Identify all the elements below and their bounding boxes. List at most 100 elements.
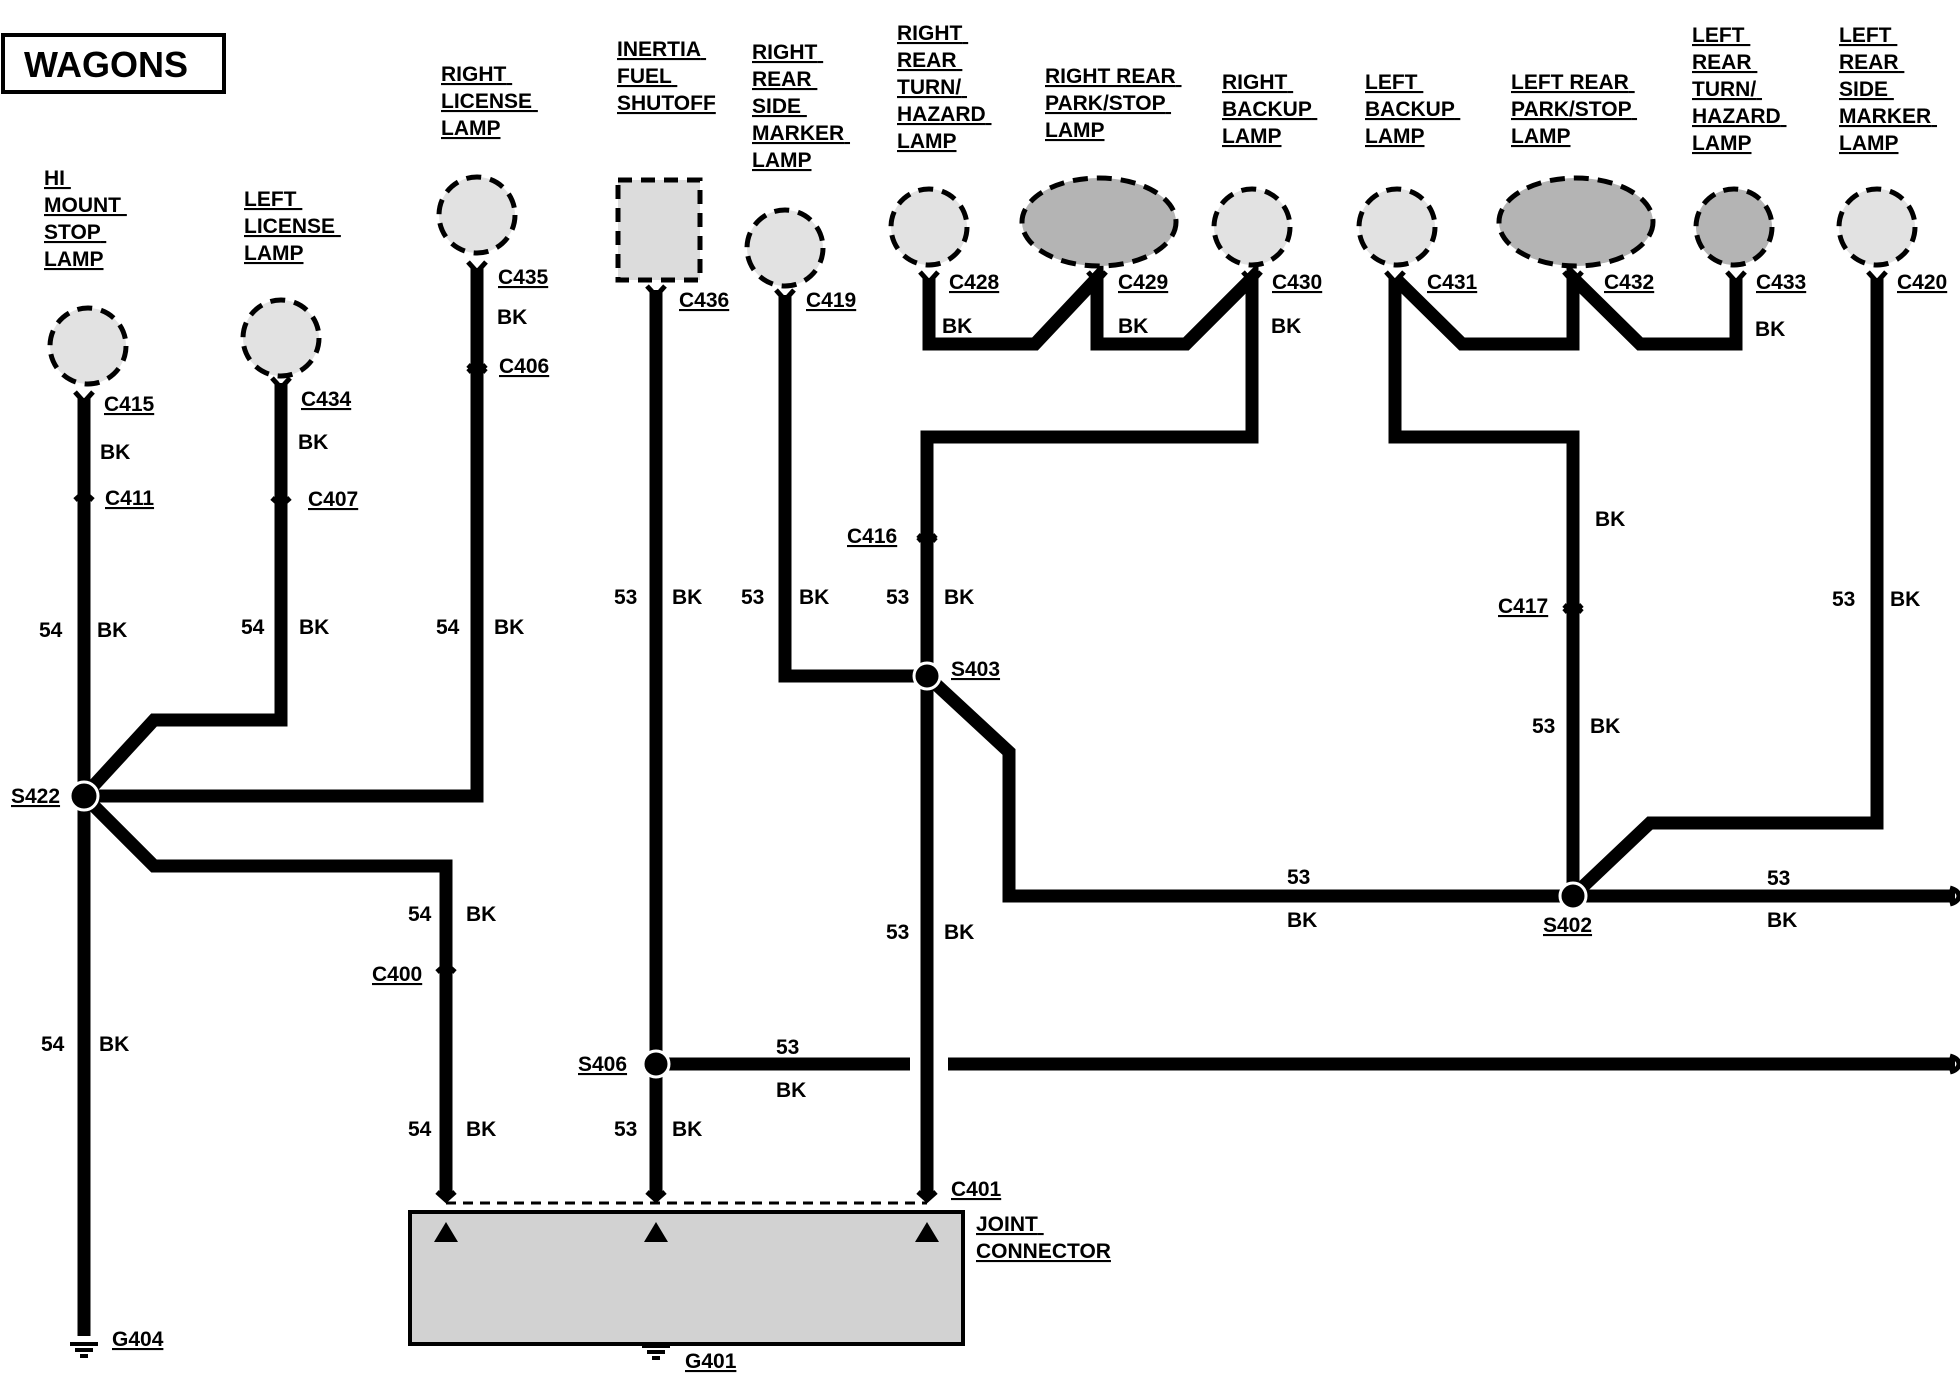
inertia-fuel-shutoff-label: INERTIA FUEL SHUTOFF: [617, 38, 716, 115]
joint-connector-arrows: [434, 1222, 939, 1242]
wire-circuit-label: 53: [886, 921, 909, 944]
wire-circuit-label: 53: [1287, 866, 1310, 889]
left-license-lamp-icon: [240, 297, 322, 379]
wire-left-side-marker: [1568, 278, 1884, 901]
right-rear-side-marker-lamp-label: RIGHT REAR SIDE MARKER LAMP: [752, 41, 850, 172]
connector-c416-label: C416: [847, 525, 897, 548]
wire-color-label: BK: [776, 1079, 806, 1102]
splice-s406-label: S406: [578, 1053, 627, 1076]
splice-s402-label: S402: [1543, 914, 1592, 937]
wire-left-rear-chain: [1390, 262, 1743, 351]
wire-circuit-label: 54: [241, 616, 265, 639]
wire-color-label: BK: [97, 619, 127, 642]
connector-c433-label: C433: [1756, 271, 1806, 294]
left-backup-lamp-icon: [1356, 186, 1438, 268]
connector-c419-label: C419: [806, 289, 856, 312]
connector-c407-label: C407: [308, 488, 358, 511]
splice-s402-dot: [1558, 881, 1588, 911]
wire-s403-to-s402: [922, 671, 1573, 903]
ground-g404-label: G404: [112, 1328, 164, 1351]
wire-right-license: [84, 268, 484, 803]
wire-color-label: BK: [1271, 315, 1301, 338]
splice-s422-label: S422: [11, 785, 60, 808]
wire-color-label: BK: [298, 431, 328, 454]
right-license-lamp-icon: [436, 174, 518, 256]
wire-color-label: BK: [1755, 318, 1785, 341]
left-rear-side-marker-lamp-label: LEFT REAR SIDE MARKER LAMP: [1839, 24, 1937, 155]
connector-c406-label: C406: [499, 355, 549, 378]
connector-c420-label: C420: [1897, 271, 1947, 294]
wire-color-label: BK: [99, 1033, 129, 1056]
wire-circuit-label: 53: [886, 586, 909, 609]
wire-color-label: BK: [100, 441, 130, 464]
wire-color-label: BK: [672, 586, 702, 609]
wire-color-label: BK: [494, 616, 524, 639]
wire-circuit-label: 53: [614, 1118, 637, 1141]
connector-c401-label: C401: [951, 1178, 1002, 1201]
wire-color-label: BK: [799, 586, 829, 609]
right-rear-park-stop-lamp-icon: [1019, 175, 1179, 269]
splice-s403-label: S403: [951, 658, 1000, 681]
wire-right-side-marker: [778, 295, 927, 683]
right-backup-lamp-label: RIGHT BACKUP LAMP: [1222, 71, 1317, 148]
right-license-lamp-label: RIGHT LICENSE LAMP: [441, 63, 538, 140]
connector-c415-label: C415: [104, 393, 155, 416]
wire-color-label: BK: [1595, 508, 1625, 531]
wire-left-backup-down: [1388, 278, 1580, 896]
wire-right-rear-chain: [920, 261, 1259, 1197]
left-rear-turn-hazard-lamp-icon: [1693, 186, 1775, 268]
connector-c400-label: C400: [372, 963, 422, 986]
wire-color-label: BK: [1118, 315, 1148, 338]
left-license-lamp-label: LEFT LICENSE LAMP: [244, 188, 341, 265]
wire-circuit-label: 53: [741, 586, 764, 609]
ground-g404-icon: [70, 1342, 98, 1358]
wire-circuit-label: 54: [436, 616, 460, 639]
connector-c428-label: C428: [949, 271, 1000, 294]
hi-mount-stop-lamp-label: HI MOUNT STOP LAMP: [44, 167, 127, 271]
wire-color-label: BK: [672, 1118, 702, 1141]
right-rear-park-stop-lamp-label: RIGHT REAR PARK/STOP LAMP: [1045, 65, 1182, 142]
left-rear-turn-hazard-lamp-label: LEFT REAR TURN/ HAZARD LAMP: [1692, 24, 1787, 155]
right-rear-side-marker-lamp-icon: [744, 207, 826, 289]
wire-color-label: BK: [466, 1118, 496, 1141]
connector-c436-label: C436: [679, 289, 729, 312]
connector-c435-label: C435: [498, 266, 549, 289]
wire-left-license: [79, 383, 288, 801]
wire-circuit-label: 53: [776, 1036, 799, 1059]
ground-g401-icon: [642, 1344, 670, 1360]
connector-c432-label: C432: [1604, 271, 1654, 294]
connector-c429-label: C429: [1118, 271, 1168, 294]
splice-s403-dot: [912, 661, 942, 691]
inertia-fuel-shutoff-icon: [615, 177, 703, 283]
wire-color-label: BK: [1287, 909, 1317, 932]
title-box: [1, 33, 226, 94]
wire-circuit-label: 53: [614, 586, 637, 609]
wire-color-label: BK: [942, 315, 972, 338]
wire-color-label: BK: [299, 616, 329, 639]
joint-connector-label: JOINT CONNECTOR: [976, 1213, 1111, 1263]
right-backup-lamp-icon: [1211, 186, 1293, 268]
right-rear-turn-hazard-lamp-label: RIGHT REAR TURN/ HAZARD LAMP: [897, 22, 992, 153]
wire-color-label: BK: [944, 921, 974, 944]
connector-c434-label: C434: [301, 388, 352, 411]
wire-color-label: BK: [944, 586, 974, 609]
diagram-title: WAGONS: [24, 44, 188, 85]
connector-c417-label: C417: [1498, 595, 1548, 618]
wire-circuit-label: 54: [408, 1118, 432, 1141]
connector-c431-label: C431: [1427, 271, 1478, 294]
connector-c430-label: C430: [1272, 271, 1322, 294]
hi-mount-stop-lamp-icon: [47, 305, 129, 387]
wire-color-label: BK: [1590, 715, 1620, 738]
left-rear-park-stop-lamp-icon: [1496, 175, 1656, 269]
splice-s406-dot: [641, 1049, 671, 1079]
joint-connector-icon: [408, 1210, 965, 1346]
wire-s422-to-c400: [79, 791, 453, 1197]
ground-g401-label: G401: [685, 1350, 737, 1373]
wire-circuit-label: 53: [1767, 867, 1790, 890]
left-rear-side-marker-lamp-icon: [1836, 186, 1918, 268]
left-rear-park-stop-lamp-label: LEFT REAR PARK/STOP LAMP: [1511, 71, 1637, 148]
right-rear-turn-hazard-lamp-icon: [888, 186, 970, 268]
wire-circuit-label: 54: [41, 1033, 65, 1056]
wire-color-label: BK: [1890, 588, 1920, 611]
